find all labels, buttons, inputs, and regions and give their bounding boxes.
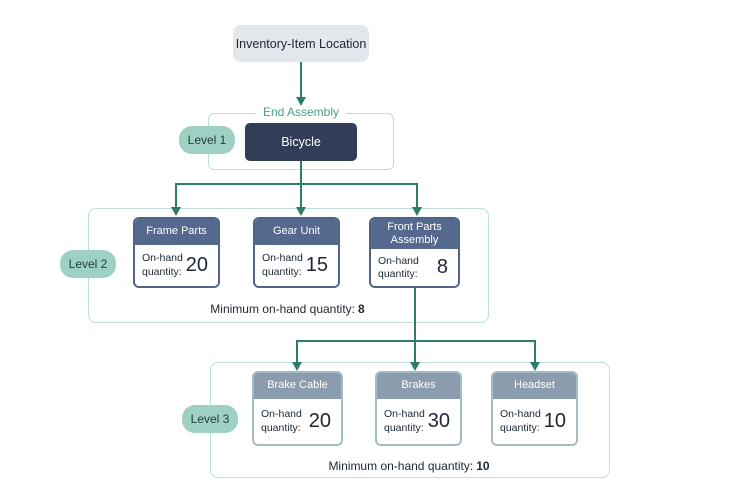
- level1-badge-label: Level 1: [187, 133, 227, 147]
- minimum-quantity-value: 10: [476, 459, 490, 473]
- card-brake-cable-body: On-hand quantity: 20: [254, 399, 341, 444]
- root-node-label: Inventory-Item Location: [235, 36, 367, 51]
- node-bicycle: Bicycle: [245, 123, 357, 161]
- on-hand-quantity-value: 20: [308, 410, 331, 432]
- card-gear-unit-title: Gear Unit: [255, 219, 338, 245]
- card-brakes-title: Brakes: [377, 373, 460, 399]
- card-gear-unit-body: On-hand quantity: 15: [255, 245, 338, 286]
- on-hand-quantity-value: 10: [543, 410, 566, 432]
- card-gear-unit: Gear Unit On-hand quantity: 15: [253, 217, 340, 288]
- level2-badge: Level 2: [60, 250, 116, 278]
- minimum-quantity-label: Minimum on-hand quantity:: [328, 459, 474, 473]
- minimum-quantity-value: 8: [358, 302, 365, 316]
- level3-badge-label: Level 3: [190, 412, 230, 426]
- card-frame-parts: Frame Parts On-hand quantity: 20: [133, 217, 220, 288]
- card-brake-cable-title: Brake Cable: [254, 373, 341, 399]
- root-node-inventory-item-location: Inventory-Item Location: [233, 25, 369, 62]
- card-headset: Headset On-hand quantity: 10: [491, 371, 578, 446]
- on-hand-quantity-label: On-hand quantity:: [262, 252, 303, 278]
- card-brake-cable: Brake Cable On-hand quantity: 20: [252, 371, 343, 446]
- card-front-parts-assembly-body: On-hand quantity: 8: [371, 249, 458, 286]
- on-hand-quantity-value: 15: [305, 254, 328, 276]
- card-brakes-body: On-hand quantity: 30: [377, 399, 460, 444]
- level2-minimum-quantity: Minimum on-hand quantity:8: [88, 302, 487, 316]
- on-hand-quantity-value: 20: [185, 254, 208, 276]
- card-headset-body: On-hand quantity: 10: [493, 399, 576, 444]
- card-front-parts-assembly-title: Front Parts Assembly: [371, 219, 458, 250]
- card-brakes: Brakes On-hand quantity: 30: [375, 371, 462, 446]
- node-bicycle-label: Bicycle: [281, 135, 321, 149]
- on-hand-quantity-label: On-hand quantity:: [378, 254, 419, 280]
- on-hand-quantity-label: On-hand quantity:: [384, 408, 425, 434]
- level3-badge: Level 3: [182, 405, 238, 433]
- on-hand-quantity-label: On-hand quantity:: [142, 252, 183, 278]
- card-frame-parts-body: On-hand quantity: 20: [135, 245, 218, 286]
- on-hand-quantity-value: 8: [436, 256, 448, 279]
- on-hand-quantity-label: On-hand quantity:: [500, 408, 541, 434]
- minimum-quantity-label: Minimum on-hand quantity:: [210, 302, 356, 316]
- level1-group-label: End Assembly: [255, 105, 347, 119]
- on-hand-quantity-label: On-hand quantity:: [261, 408, 302, 434]
- level3-minimum-quantity: Minimum on-hand quantity:10: [210, 459, 608, 473]
- card-frame-parts-title: Frame Parts: [135, 219, 218, 245]
- level2-badge-label: Level 2: [68, 257, 108, 271]
- card-front-parts-assembly: Front Parts Assembly On-hand quantity: 8: [369, 217, 460, 288]
- level1-badge: Level 1: [179, 126, 235, 154]
- card-headset-title: Headset: [493, 373, 576, 399]
- on-hand-quantity-value: 30: [427, 410, 450, 432]
